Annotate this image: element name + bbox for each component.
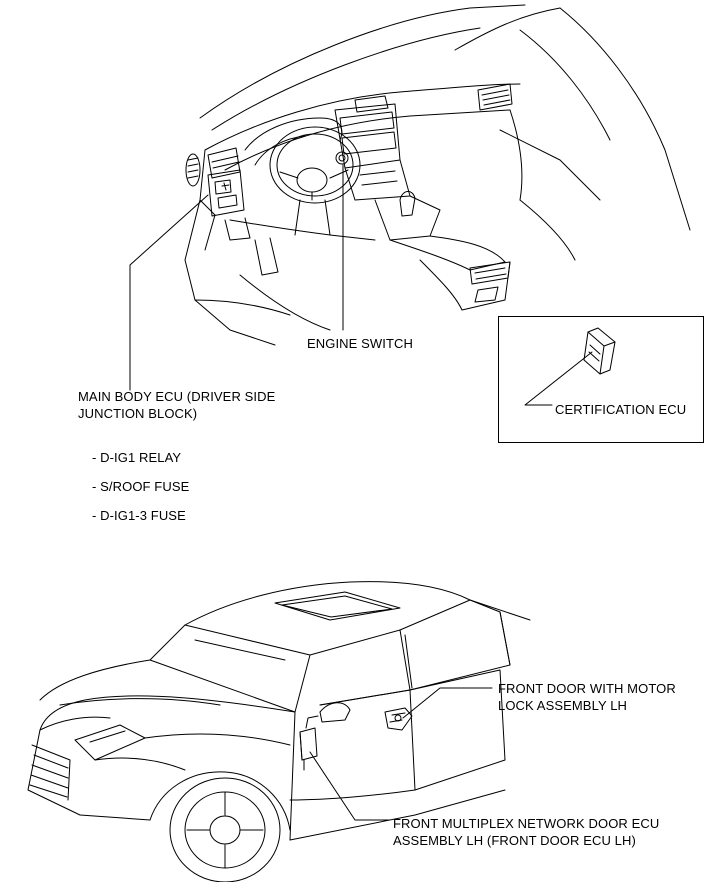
sub-item-d-ig1-3-fuse: - D-IG1-3 FUSE	[92, 508, 186, 523]
sub-item-d-ig1-relay: - D-IG1 RELAY	[92, 450, 182, 465]
certification-ecu-inset-box	[498, 316, 704, 443]
engine-switch-label: ENGINE SWITCH	[307, 336, 414, 351]
main-body-ecu-leader	[129, 194, 209, 391]
front-multiplex-label-line1: FRONT MULTIPLEX NETWORK DOOR ECU	[393, 816, 660, 831]
certification-ecu-leader	[524, 351, 593, 406]
front-multiplex-leader	[309, 751, 391, 821]
front-door-motor-label-line1: FRONT DOOR WITH MOTOR	[498, 681, 676, 696]
vehicle-exterior-front-left	[27, 581, 531, 882]
certification-ecu-module	[583, 327, 616, 375]
main-body-ecu-label-line2: JUNCTION BLOCK)	[78, 406, 198, 421]
sub-item-s-roof-fuse: - S/ROOF FUSE	[92, 479, 190, 494]
vehicle-interior-dashboard	[184, 4, 691, 346]
certification-ecu-label: CERTIFICATION ECU	[555, 402, 687, 417]
front-door-motor-leader	[402, 687, 493, 719]
front-door-motor-label-line2: LOCK ASSEMBLY LH	[498, 698, 628, 713]
front-multiplex-label-line2: ASSEMBLY LH (FRONT DOOR ECU LH)	[393, 833, 636, 848]
main-body-ecu-label-line1: MAIN BODY ECU (DRIVER SIDE	[78, 389, 276, 404]
